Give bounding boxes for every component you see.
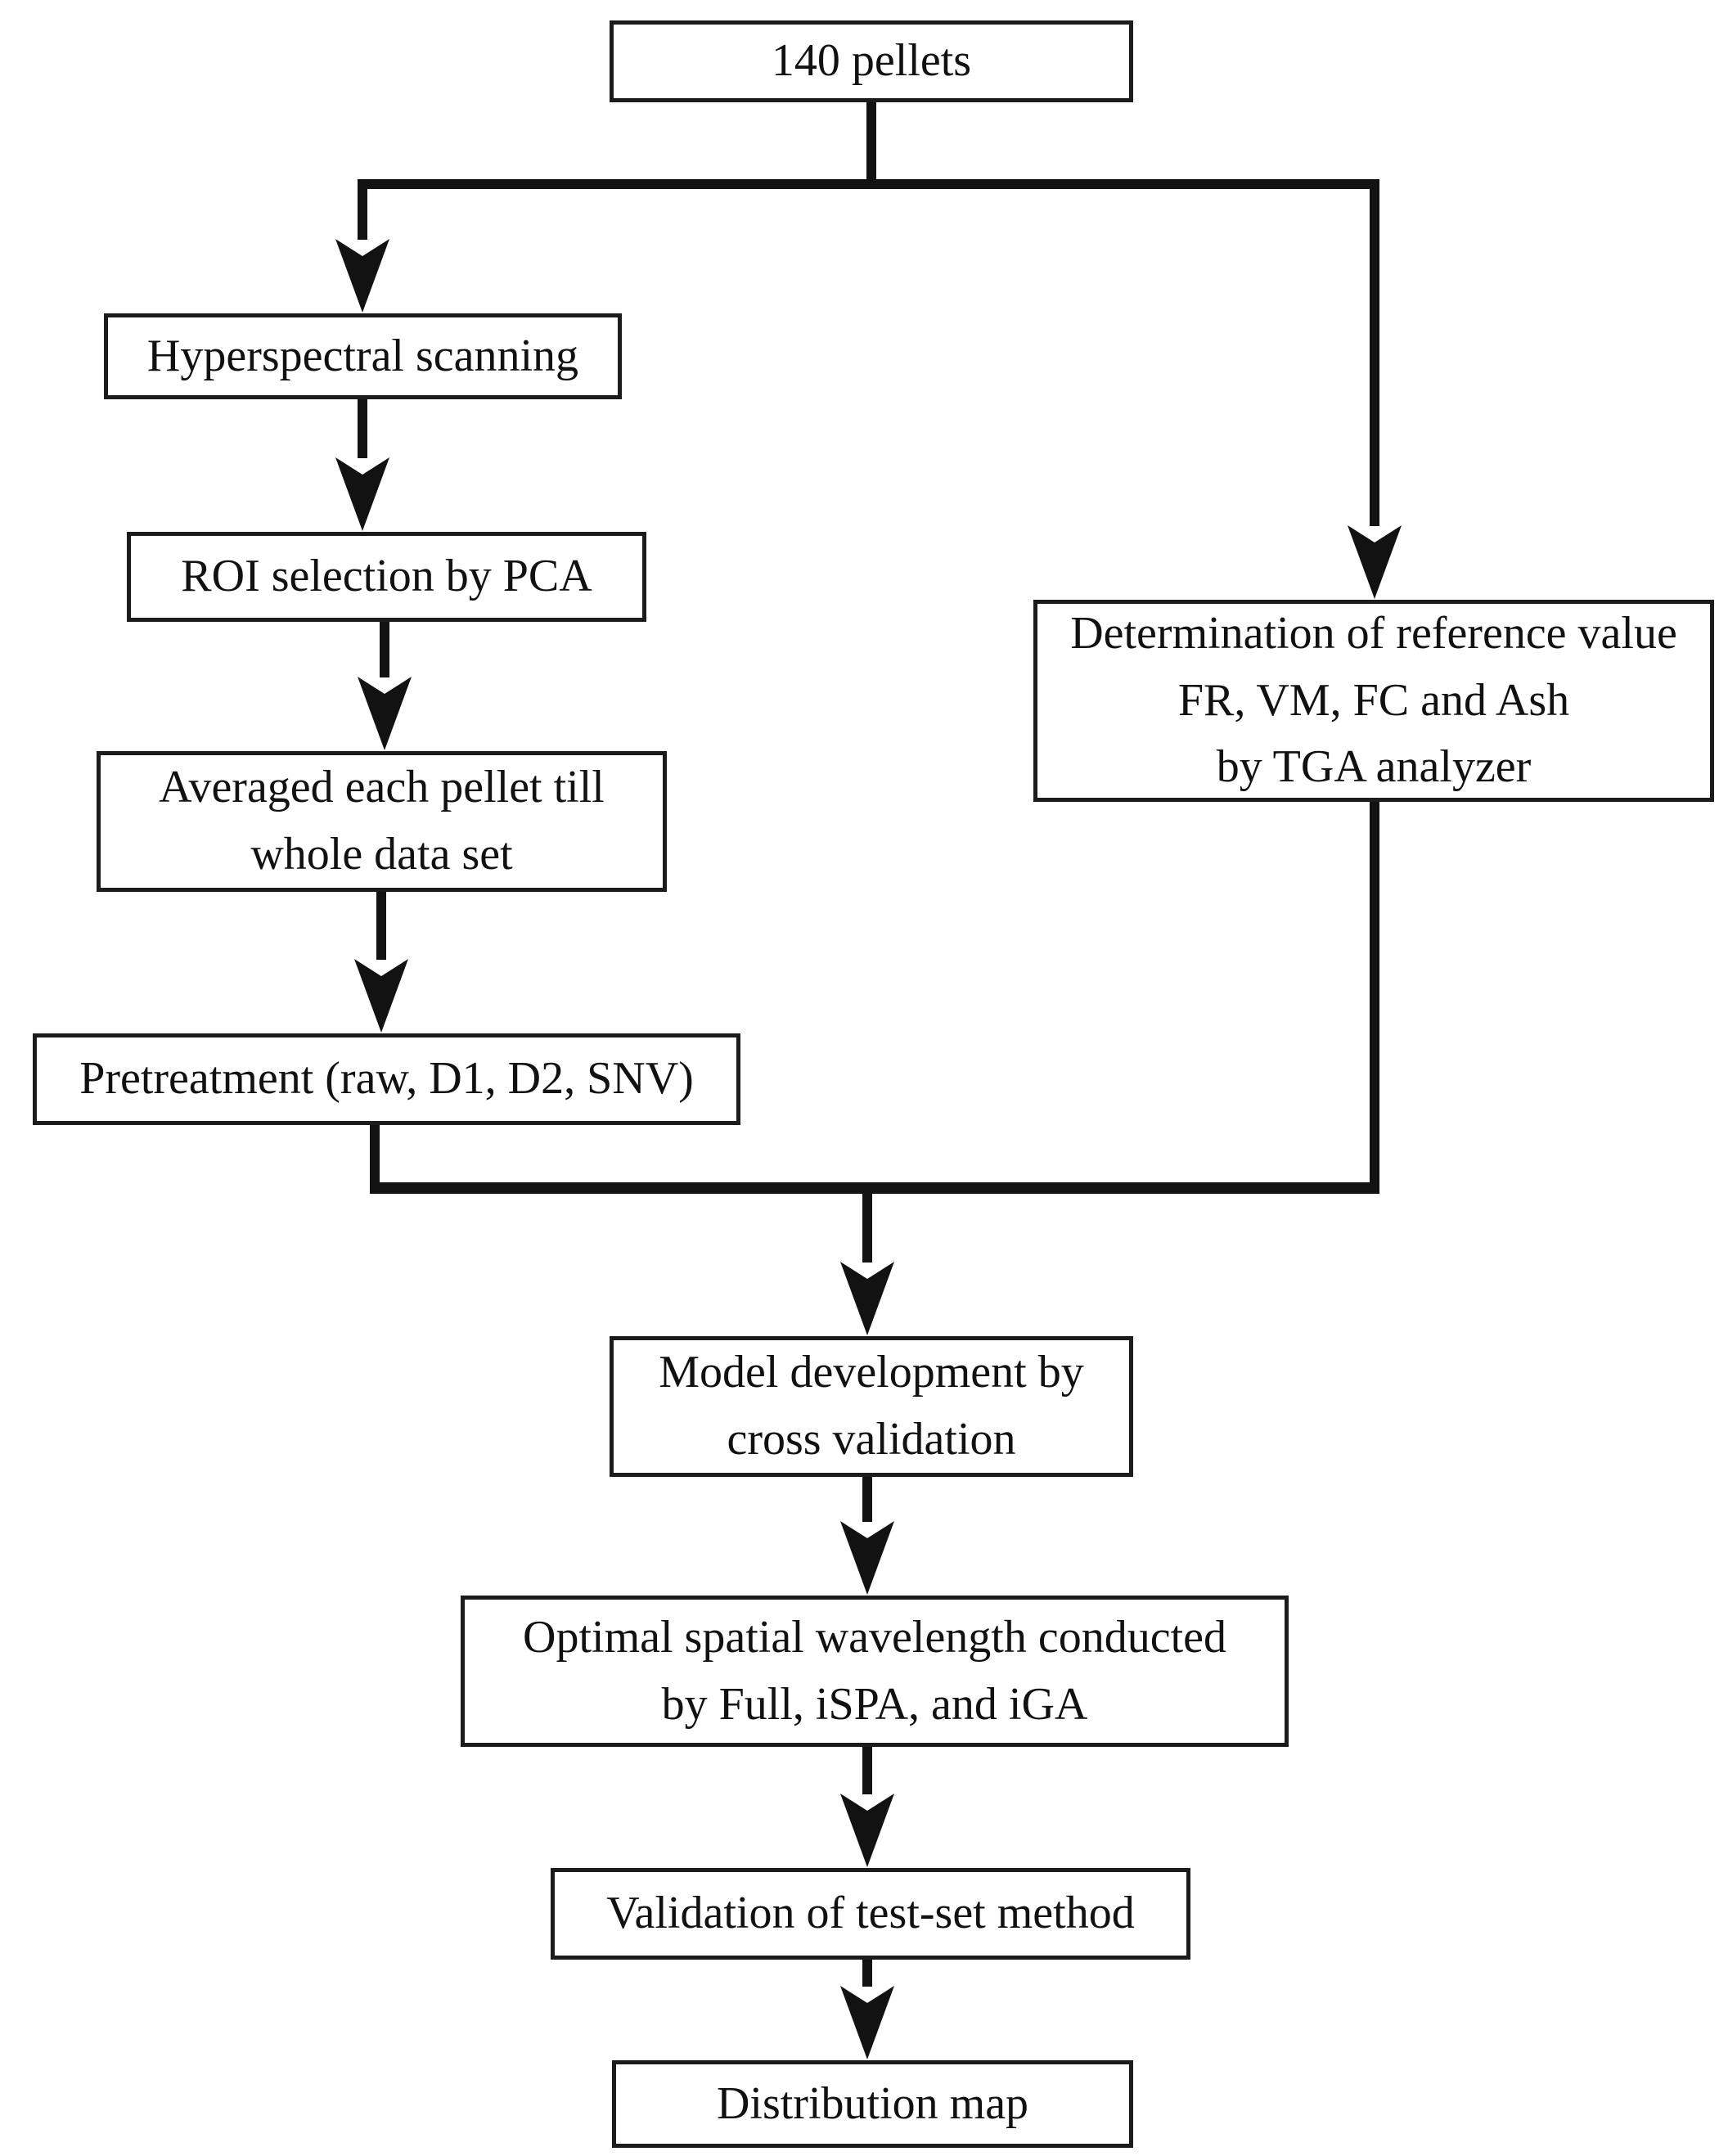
node-label-line: Hyperspectral scanning [146,330,579,381]
node-label-line: ROI selection by PCA [181,551,592,602]
node-optimal-spatial-wavelength: Optimal spatial wavelength conducted by … [461,1596,1289,1747]
node-label-line: Distribution map [716,2077,1029,2129]
node-label-line: Model development by [659,1347,1084,1398]
node-label-line: by Full, iSPA, and iGA [661,1678,1088,1730]
node-validation-test-set: Validation of test-set method [551,1868,1190,1960]
node-hyperspectral-scanning: Hyperspectral scanning [104,313,622,399]
node-label-line: whole data set [250,829,513,880]
node-label-line: by TGA analyzer [1216,741,1532,793]
node-label-line: Validation of test-set method [606,1888,1135,1939]
node-label-line: Averaged each pellet till [159,762,605,813]
node-distribution-map: Distribution map [612,2060,1133,2148]
node-model-development: Model development by cross validation [610,1336,1133,1477]
node-label-line: Optimal spatial wavelength conducted [523,1611,1226,1663]
node-label-line: Determination of reference value [1070,607,1677,659]
node-label-line: 140 pellets [771,35,972,87]
node-determination-reference-value: Determination of reference value FR, VM,… [1033,600,1714,802]
node-label-line: FR, VM, FC and Ash [1177,674,1570,726]
node-label-line: cross validation [727,1414,1016,1465]
node-label-line: Pretreatment (raw, D1, D2, SNV) [79,1053,694,1105]
node-140-pellets: 140 pellets [610,20,1133,102]
node-roi-selection-by-pca: ROI selection by PCA [127,532,646,622]
node-pretreatment: Pretreatment (raw, D1, D2, SNV) [33,1033,740,1125]
node-averaged-each-pellet: Averaged each pellet till whole data set [97,751,667,892]
